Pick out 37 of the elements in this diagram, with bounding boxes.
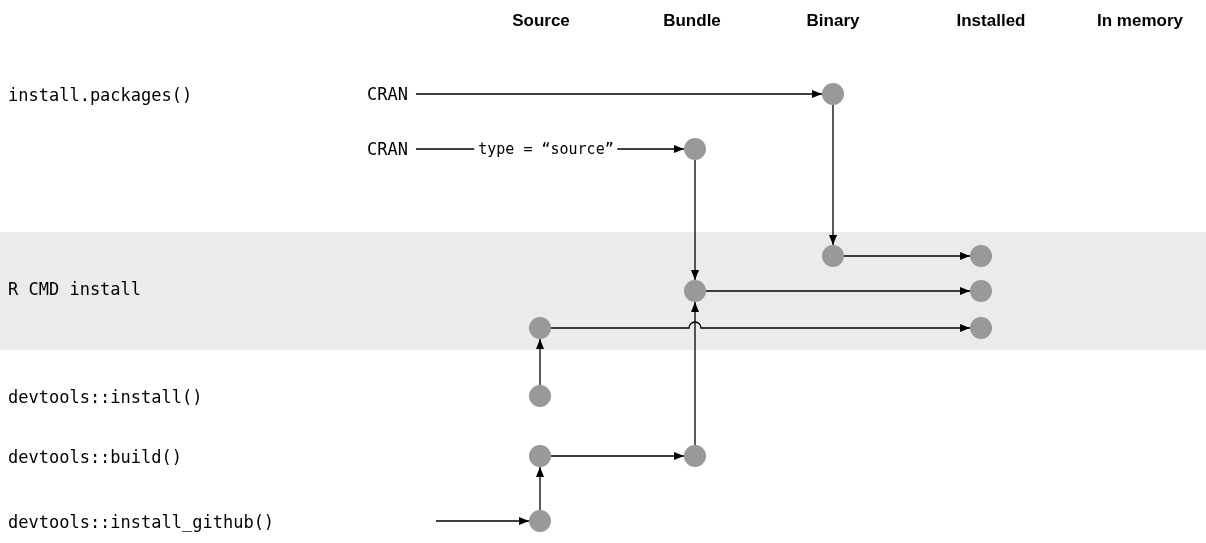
arrow	[829, 104, 837, 246]
dot-node	[684, 138, 706, 160]
function-label: install.packages()	[8, 85, 193, 105]
dot-node	[970, 280, 992, 302]
function-label: devtools::install_github()	[8, 512, 275, 532]
dot-node	[970, 245, 992, 267]
dot-node	[529, 317, 551, 339]
dot-node	[529, 445, 551, 467]
dot-node	[684, 280, 706, 302]
column-header: Installed	[956, 11, 1026, 31]
dot-node	[529, 510, 551, 532]
dot-node	[822, 83, 844, 105]
arrow	[415, 90, 823, 98]
arrow	[550, 452, 685, 460]
dot-node	[822, 245, 844, 267]
dot-node	[970, 317, 992, 339]
arrow	[843, 252, 971, 260]
arrow	[550, 321, 971, 332]
dot-node	[529, 385, 551, 407]
column-header: In memory	[1097, 11, 1183, 31]
dot-node	[684, 445, 706, 467]
repository-label: CRAN	[367, 84, 408, 104]
function-label: devtools::build()	[8, 447, 182, 467]
function-label: devtools::install()	[8, 387, 203, 407]
repository-label: CRAN	[367, 139, 408, 159]
arrow	[691, 159, 699, 281]
process-band	[0, 232, 1206, 350]
band-label: R CMD install	[8, 279, 142, 299]
column-header: Binary	[806, 11, 860, 31]
column-header: Source	[512, 11, 570, 31]
arrow	[435, 517, 530, 525]
edge-label: type = “source”	[474, 140, 618, 158]
arrow	[691, 301, 699, 446]
arrow	[705, 287, 971, 295]
column-header: Bundle	[663, 11, 721, 31]
arrow	[536, 338, 544, 386]
arrow	[536, 466, 544, 511]
